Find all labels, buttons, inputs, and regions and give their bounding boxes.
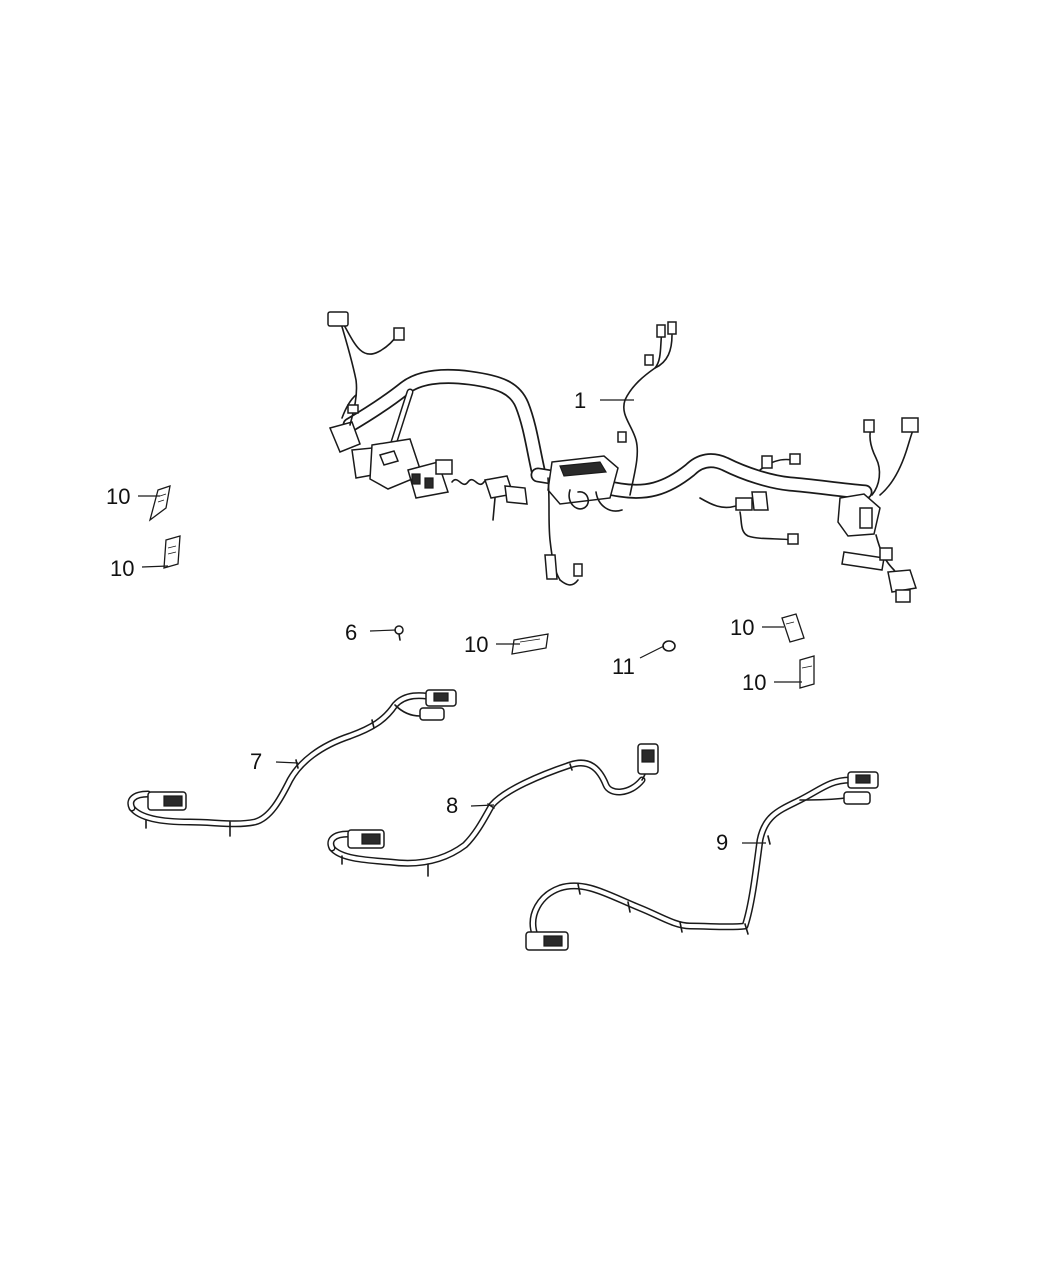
label-card-10e — [799, 655, 815, 689]
callout-11: 11 — [612, 654, 635, 679]
callout-10e: 10 — [742, 670, 766, 695]
callout-10b: 10 — [110, 556, 134, 581]
callout-9: 9 — [716, 830, 728, 855]
callout-numbers: 1 10 10 6 10 11 10 10 7 8 9 — [106, 388, 766, 855]
callout-1: 1 — [574, 388, 586, 413]
callout-8: 8 — [446, 793, 458, 818]
label-card-10a — [148, 485, 171, 522]
leader-6 — [369, 629, 397, 632]
callout-leaders — [138, 399, 802, 844]
main-harness-part-1 — [327, 311, 919, 603]
jumper-harness-part-8 — [327, 743, 659, 877]
leader-7 — [275, 761, 299, 764]
leader-8 — [470, 804, 495, 807]
callout-7: 7 — [250, 749, 262, 774]
label-card-10d — [781, 613, 805, 643]
callout-10a: 10 — [106, 484, 130, 509]
label-card-10b — [163, 535, 181, 569]
callout-10c: 10 — [464, 632, 488, 657]
tie-strap-part-11 — [662, 640, 676, 652]
callout-10d: 10 — [730, 615, 754, 640]
leader-10b — [141, 565, 169, 568]
callout-6: 6 — [345, 620, 357, 645]
fastener-part-6 — [394, 625, 404, 641]
label-card-10c — [511, 633, 549, 655]
leader-11 — [639, 645, 665, 659]
jumper-harness-part-9 — [525, 771, 879, 951]
jumper-harness-part-7 — [127, 689, 457, 837]
